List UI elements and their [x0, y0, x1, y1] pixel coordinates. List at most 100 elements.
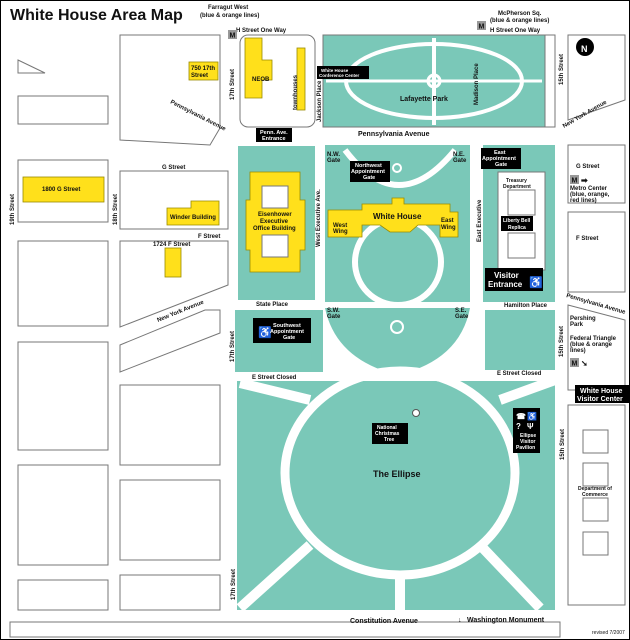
e-street-right-label: E Street Closed	[497, 371, 542, 377]
mcpherson-label: McPherson Sq.	[498, 11, 542, 17]
nw-appt-label-2: Appointment	[351, 169, 385, 175]
pavilion-label-1: Ellipse	[520, 433, 536, 439]
eeob-label-1: Eisenhower	[258, 212, 292, 218]
liberty-bell-label-2: Replica	[508, 225, 526, 231]
east-executive-label: East Executive	[477, 199, 483, 242]
19th-street-label: 19th Street	[10, 194, 16, 225]
building-1800-g	[22, 176, 105, 203]
northwest-appointment-gate-callout: Northwest Appointment Gate	[350, 161, 390, 182]
metro-center-label: Metro Center	[570, 186, 608, 192]
federal-triangle-lines-2: lines)	[570, 348, 586, 354]
federal-triangle-label: Federal Triangle	[570, 336, 617, 342]
lafayette-park-label: Lafayette Park	[400, 96, 448, 103]
ne-gate-label-1: N.E.	[453, 152, 465, 158]
lafayette-park: Lafayette Park	[322, 34, 546, 128]
wheelchair-icon: ♿	[529, 276, 543, 289]
pavilion-label-3: Pavilion	[516, 445, 535, 451]
conference-center-label-1: White House	[321, 68, 349, 73]
tree-label-3: Tree	[384, 437, 395, 443]
metro-icon: M	[230, 33, 236, 40]
food-icon: Ψ	[527, 422, 534, 431]
metro-icon: M	[479, 24, 485, 31]
farragut-lines-label: (blue & orange lines)	[200, 13, 259, 19]
west-wing-label-2: Wing	[333, 229, 348, 235]
farragut-west-label: Farragut West	[208, 5, 248, 11]
north-compass-icon: N	[576, 38, 594, 56]
penn-entrance-label-1: Penn. Ave.	[260, 130, 288, 136]
treasury-label-2: Department	[503, 184, 531, 190]
g-street-right-label: G Street	[576, 164, 599, 170]
metro-federal-triangle: Federal Triangle (blue & orange lines) M…	[570, 336, 617, 368]
18th-street-label: 18th Street	[113, 194, 119, 225]
west-wing-label-1: West	[333, 223, 347, 229]
wheelchair-icon: ♿	[258, 326, 272, 339]
building-750-17th	[188, 61, 219, 81]
down-arrow-icon: ↓	[458, 617, 462, 624]
conference-center-callout: White House Conference Center	[317, 66, 369, 79]
se-gate-label-1: S.E.	[455, 308, 467, 314]
eeob-label-3: Office Building	[253, 226, 296, 232]
visitor-entrance-label-2: Entrance	[488, 280, 523, 289]
federal-triangle-lines-1: (blue & orange	[570, 342, 613, 348]
winder-building-label: Winder Building	[170, 215, 216, 221]
eeob-building	[245, 171, 306, 273]
hamilton-place-label: Hamilton Place	[504, 303, 548, 309]
white-house-label: White House	[373, 212, 422, 221]
f-street-left-label: F Street	[198, 234, 220, 240]
17th-street-mid-label: 17th Street	[230, 331, 236, 362]
white-house-grounds	[325, 145, 470, 308]
sw-appt-label-3: Gate	[283, 335, 295, 341]
liberty-bell-label-1: Liberty Bell	[503, 218, 531, 224]
15th-street-top-label: 15th Street	[559, 54, 565, 85]
white-house-building	[327, 197, 459, 238]
state-place-label: State Place	[256, 302, 289, 308]
nw-appt-label-1: Northwest	[355, 163, 382, 169]
metro-center: M ➡ Metro Center (blue, orange, red line…	[570, 175, 610, 204]
compass-label: N	[581, 44, 588, 54]
diagonal-arrow-icon: ➘	[581, 359, 588, 368]
mcpherson-lines-label: (blue & orange lines)	[490, 18, 549, 24]
nw-gate-label-2: Gate	[327, 158, 341, 164]
sw-appt-label-1: Southwest	[273, 323, 301, 329]
restroom-icon: ♿	[527, 411, 537, 421]
ellipse-grounds: The Ellipse	[236, 366, 557, 612]
commerce-label-1: Department of	[578, 486, 612, 492]
neob-label: NEOB	[252, 77, 270, 83]
tree-label-2: Christmas	[375, 431, 400, 437]
building-750-label-2: Street	[191, 73, 208, 79]
ne-gate-label-2: Gate	[453, 158, 467, 164]
commerce-label-2: Commerce	[582, 492, 608, 498]
ellipse-pavilion-callout: ☎ ♿ ? Ψ Ellipse Visitor Pavilion	[513, 408, 540, 453]
penn-entrance-label-2: Entrance	[262, 136, 286, 142]
jackson-place-label: Jackson Place	[317, 80, 323, 122]
penn-entrance-callout: Penn. Ave. Entrance	[256, 128, 292, 142]
wh-visitor-center-label-1: White House	[580, 388, 622, 395]
pershing-park-label-1: Pershing	[570, 316, 596, 322]
h-street-right-label: H Street One Way	[490, 28, 541, 34]
sw-gate-label-2: Gate	[327, 314, 341, 320]
madison-place-label: Madison Place	[474, 63, 480, 105]
east-appointment-gate-callout: East Appointment Gate	[481, 148, 521, 169]
building-750-label-1: 750 17th	[191, 66, 215, 72]
tree-label-1: National	[377, 425, 397, 431]
15th-street-bottom-label: 15th Street	[560, 429, 566, 460]
commerce-block: Department of Commerce	[567, 404, 626, 606]
metro-icon: M	[572, 361, 578, 368]
metro-icon: M	[572, 178, 578, 185]
pershing-park-label-2: Park	[570, 322, 584, 328]
right-arrow-icon: ➡	[581, 176, 588, 185]
17th-street-bottom-label: 17th Street	[231, 569, 237, 600]
nw-appt-label-3: Gate	[363, 175, 375, 181]
wh-visitor-center-callout: White House Visitor Center	[575, 385, 629, 403]
info-icon: ?	[516, 422, 521, 431]
neob-building	[244, 37, 273, 99]
map-title: White House Area Map	[10, 7, 183, 24]
constitution-avenue-label: Constitution Avenue	[350, 618, 418, 625]
h-street-left-label: H Street One Way	[236, 28, 287, 34]
g-street-left-label: G Street	[162, 165, 185, 171]
revised-date: revised 7/2007	[592, 630, 625, 636]
pavilion-label-2: Visitor	[520, 439, 536, 445]
se-gate-label-2: Gate	[455, 314, 469, 320]
southwest-appointment-gate-callout: ♿ Southwest Appointment Gate	[253, 318, 311, 343]
